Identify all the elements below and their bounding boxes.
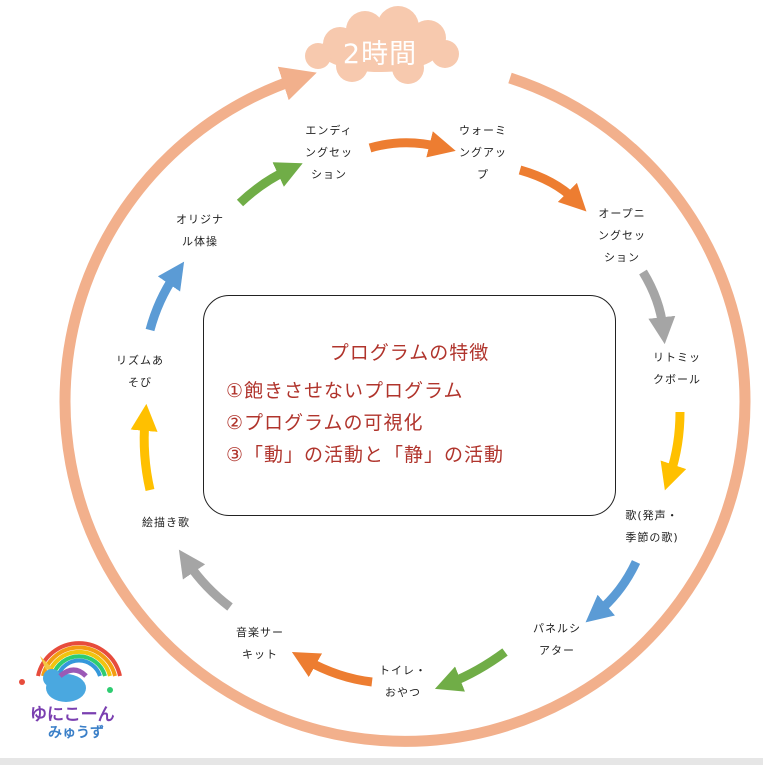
arrow-panel-to-toilet <box>434 648 508 692</box>
arrow-rhythmic-to-song <box>660 411 687 491</box>
cloud-shape <box>305 6 459 84</box>
features-title: プログラムの特徴 <box>329 342 490 364</box>
step-rhythmic: リトミッ クボール <box>653 351 701 386</box>
step-opening: オープニ ングセッ ション <box>598 207 646 264</box>
arrow-warmup-to-opening <box>518 165 587 212</box>
features-box: プログラムの特徴 ①飽きさせないプログラム ②プログラムの可視化 ③「動」の活動… <box>203 295 616 516</box>
bottom-bar <box>0 758 763 765</box>
logo-subtext: みゅうず <box>48 725 104 741</box>
step-ending: エンディ ングセッ ション <box>305 124 353 181</box>
arrow-music-to-drawing <box>178 549 233 611</box>
arrow-original-to-ending <box>236 162 303 207</box>
step-rhythm-play: リズムあ そび <box>116 354 164 389</box>
step-panel: パネルシ アター <box>533 622 581 657</box>
feature-item: ③「動」の活動と「静」の活動 <box>226 444 505 466</box>
step-warmup: ウォーミ ングアッ プ <box>459 124 507 181</box>
arrow-drawing-to-rhythm-play <box>130 403 158 492</box>
arrow-opening-to-rhythmic <box>639 269 676 345</box>
feature-item: ②プログラムの可視化 <box>226 412 424 434</box>
step-music: 音楽サー キット <box>236 626 284 661</box>
step-song: 歌(発声・ 季節の歌) <box>625 509 679 544</box>
step-toilet: トイレ・ おやつ <box>379 664 427 699</box>
arrow-rhythm-play-to-original <box>145 261 185 332</box>
feature-item: ①飽きさせないプログラム <box>226 380 464 402</box>
arrow-ending-to-warmup <box>368 131 456 158</box>
arrow-toilet-to-music <box>291 652 373 687</box>
step-original: オリジナ ル体操 <box>176 213 224 248</box>
outer-cycle-arrow <box>59 66 751 747</box>
logo-graphic <box>19 641 122 702</box>
logo-text: ゆにこーん <box>30 705 115 725</box>
arrow-song-to-panel <box>585 560 641 623</box>
step-drawing: 絵描き歌 <box>142 516 190 529</box>
cloud-label: 2時間 <box>342 39 418 70</box>
